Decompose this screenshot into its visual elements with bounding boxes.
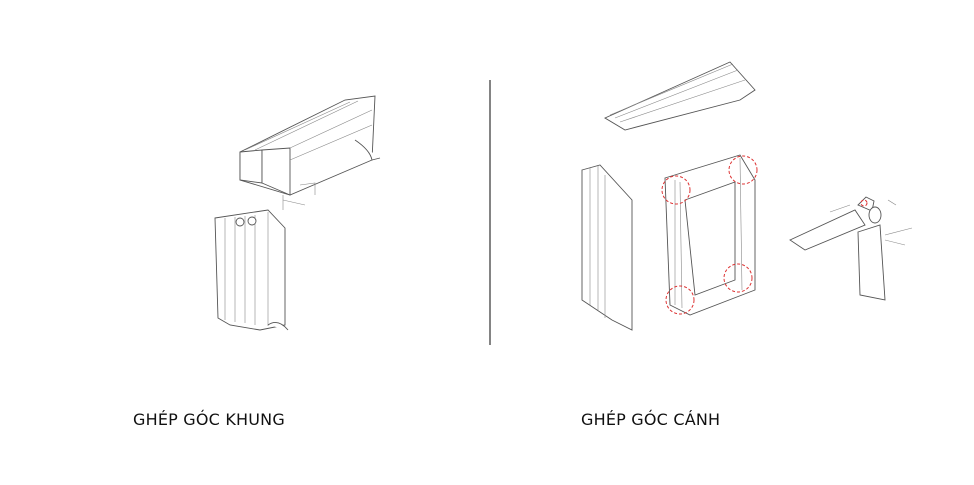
corner-highlight: [661, 175, 691, 205]
frame-horizontal-profile: [239, 95, 381, 210]
caption-frame-corner-joint: GHÉP GÓC KHUNG: [133, 410, 285, 429]
corner-highlight: [665, 285, 695, 315]
corner-highlight: [728, 155, 758, 185]
caption-sash-corner-joint: GHÉP GÓC CÁNH: [581, 410, 721, 429]
frame-vertical-profile: [214, 209, 289, 331]
sash-frame: [661, 154, 758, 316]
sash-side-profile: [581, 164, 633, 331]
sash-top-profile: [604, 61, 756, 131]
corner-connector-detail: [789, 196, 913, 301]
corner-highlight: [723, 263, 753, 293]
